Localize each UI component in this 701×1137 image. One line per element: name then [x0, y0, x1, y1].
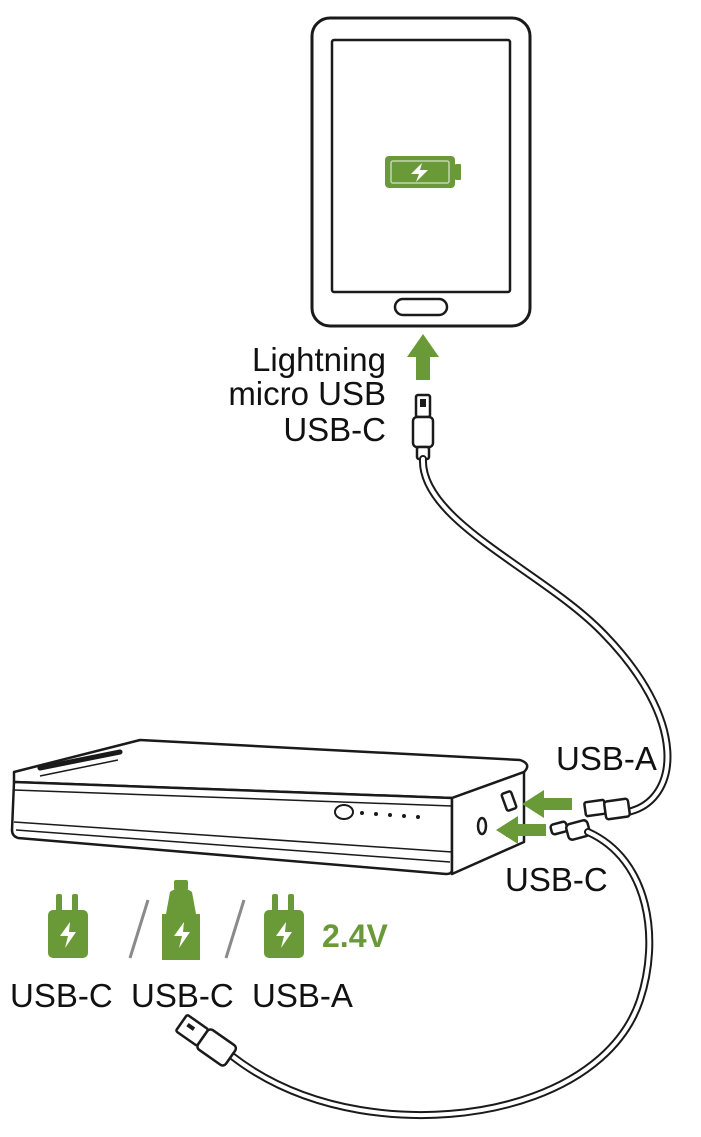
wall-plug-icon [264, 894, 304, 958]
usb-c-port [476, 816, 488, 836]
led-indicator [416, 815, 420, 819]
led-indicator [374, 812, 378, 816]
usb-c-plug [549, 819, 592, 841]
charger-label-wall-usb-a: USB-A [252, 977, 353, 1014]
arrow-up-icon [407, 334, 439, 380]
home-button [393, 297, 449, 317]
usb-a-plug [583, 797, 631, 821]
device-connector [411, 393, 435, 461]
port-label-usb-c: USB-C [505, 861, 608, 898]
usb-a-port [500, 790, 518, 812]
arrow-into-usb-c-icon [496, 816, 546, 844]
arrow-into-usb-a-icon [522, 790, 572, 818]
separator-slash [224, 899, 246, 959]
charger-cable-plug [175, 1014, 238, 1067]
connector-label-lightning: Lightning [252, 341, 386, 378]
car-charger-icon [162, 880, 200, 960]
lower-cable [228, 828, 654, 1120]
charger-label-wall-usb-c: USB-C [10, 977, 113, 1014]
connector-label-usb-c: USB-C [283, 411, 386, 448]
separator-slash [128, 899, 150, 959]
battery-charging-icon [385, 156, 461, 188]
port-label-usb-a: USB-A [556, 740, 657, 777]
connector-label-micro-usb: micro USB [228, 375, 386, 412]
wall-plug-icon [48, 894, 88, 958]
upper-cable [418, 455, 672, 816]
power-bank [10, 738, 529, 876]
led-indicator [402, 814, 406, 818]
charger-label-car-usb-c: USB-C [131, 977, 234, 1014]
led-indicator [360, 811, 364, 815]
power-button [334, 804, 354, 820]
led-indicator [388, 813, 392, 817]
voltage-label: 2.4V [322, 918, 388, 954]
